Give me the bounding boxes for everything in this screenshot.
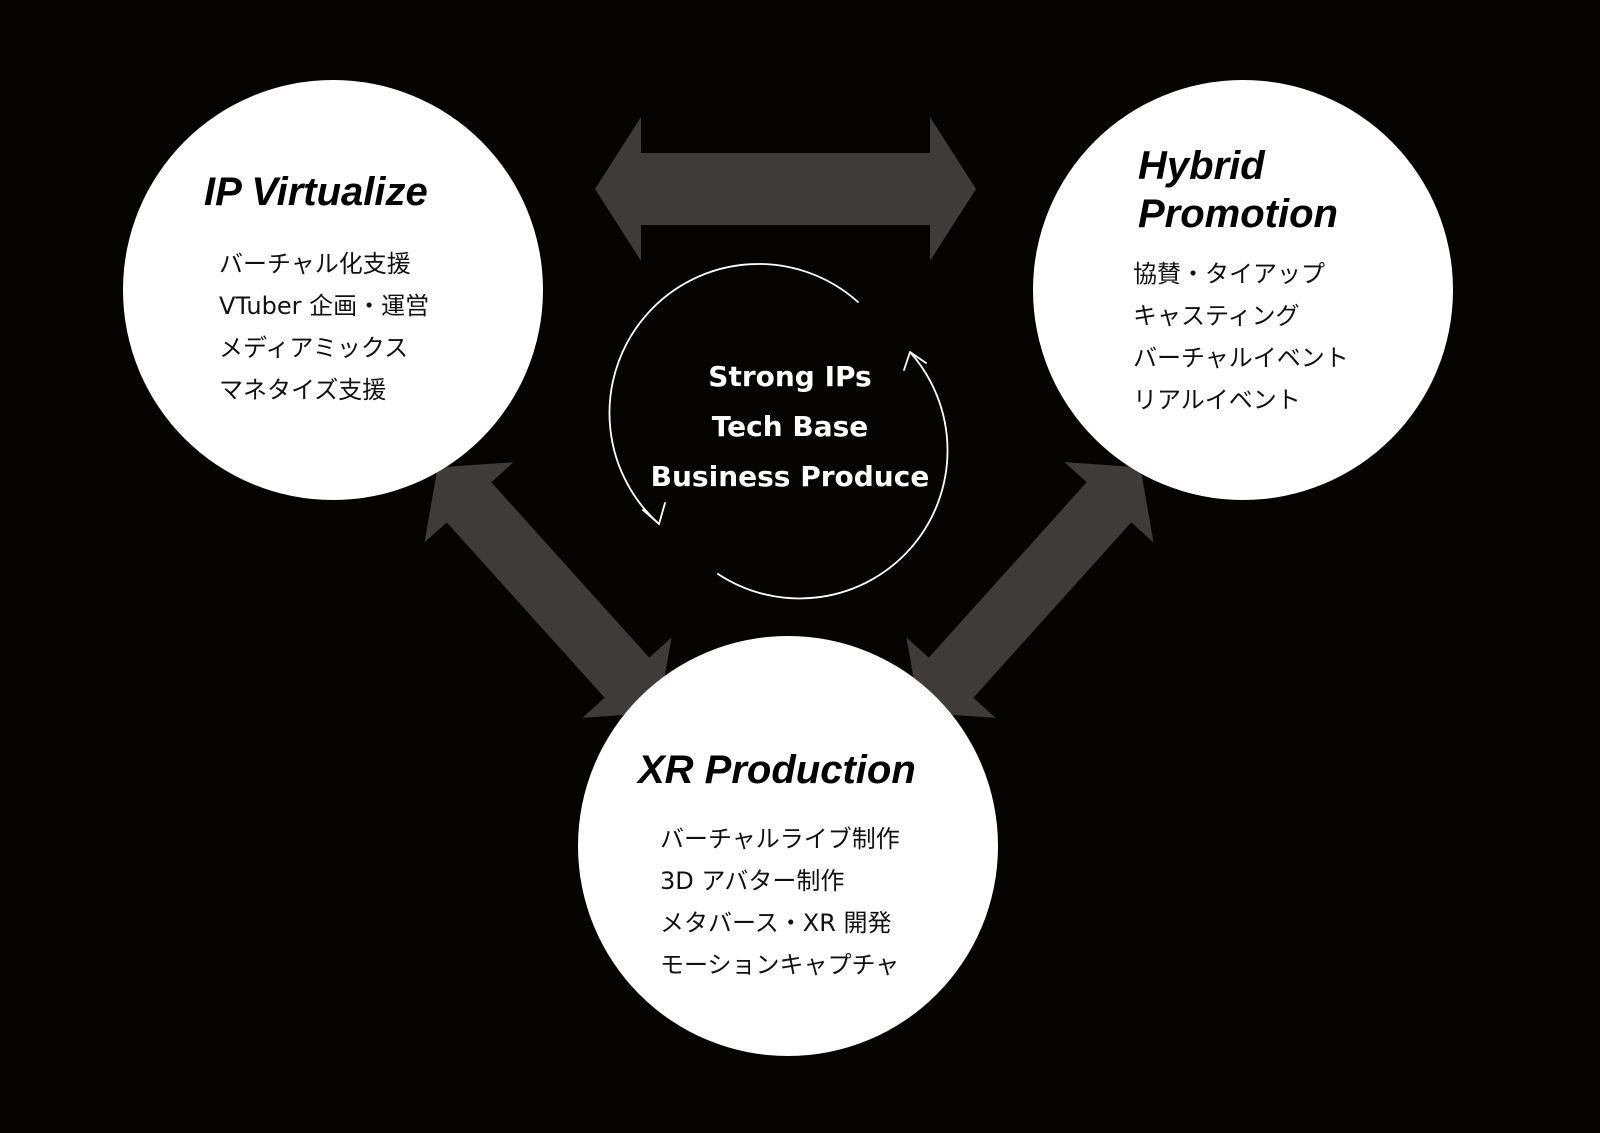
ip-virtualize-title: IP Virtualize <box>204 170 428 214</box>
list-item: 協賛・タイアップ <box>1133 260 1325 288</box>
core-item-tech-base: Tech Base <box>711 410 869 443</box>
hybrid-promotion-list: 協賛・タイアップ キャスティング バーチャルイベント リアルイベント <box>1133 253 1349 421</box>
node-ip-virtualize: IP Virtualize バーチャル化支援 VTuber 企画・運営 メディア… <box>123 80 543 500</box>
core-strengths-list: Strong IPs Tech Base Business Produce <box>610 352 970 502</box>
list-item: バーチャルイベント <box>1133 344 1349 372</box>
double-arrow-icon-right <box>906 462 1154 718</box>
list-item: リアルイベント <box>1133 386 1301 414</box>
list-item: マネタイズ支援 <box>219 376 387 404</box>
node-hybrid-promotion: Hybrid Promotion 協賛・タイアップ キャスティング バーチャルイ… <box>1033 80 1453 500</box>
list-item: VTuber 企画・運営 <box>219 292 430 320</box>
list-item: バーチャル化支援 <box>219 250 411 278</box>
list-item: キャスティング <box>1133 302 1300 330</box>
list-item: 3D アバター制作 <box>660 867 845 895</box>
double-arrow-icon-left <box>424 462 672 718</box>
double-arrow-icon-top <box>595 117 976 261</box>
xr-production-title: XR Production <box>638 748 916 792</box>
list-item: モーションキャプチャ <box>660 951 900 979</box>
hybrid-promotion-title-line1: Hybrid <box>1138 144 1265 188</box>
ip-virtualize-list: バーチャル化支援 VTuber 企画・運営 メディアミックス マネタイズ支援 <box>219 243 429 411</box>
core-item-business-produce: Business Produce <box>650 460 930 493</box>
list-item: メディアミックス <box>219 334 409 362</box>
xr-production-list: バーチャルライブ制作 3D アバター制作 メタバース・XR 開発 モーションキャ… <box>660 818 900 986</box>
list-item: メタバース・XR 開発 <box>660 909 892 937</box>
node-xr-production: XR Production バーチャルライブ制作 3D アバター制作 メタバース… <box>578 636 998 1056</box>
cycle-arrows-icon <box>608 263 949 600</box>
list-item: バーチャルライブ制作 <box>660 825 900 853</box>
hybrid-promotion-title-line2: Promotion <box>1138 192 1338 236</box>
core-item-strong-ips: Strong IPs <box>708 360 872 393</box>
